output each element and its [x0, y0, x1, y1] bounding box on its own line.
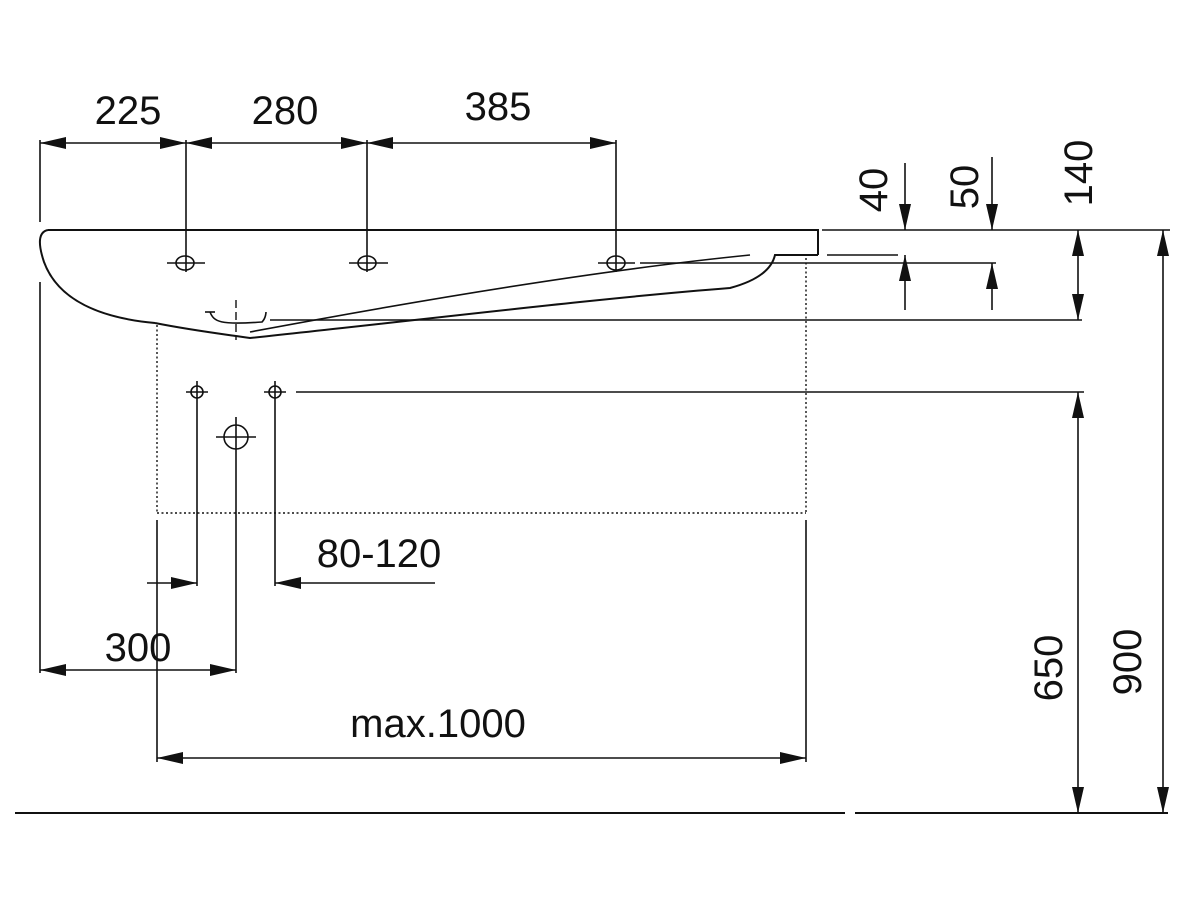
dim-280-label: 280: [252, 89, 319, 133]
dim-225: 225: [40, 89, 186, 149]
dim-385-label: 385: [465, 85, 532, 129]
washbasin-outline: [38, 229, 819, 340]
dim-300-label: 300: [105, 626, 172, 670]
extension-lines: [39, 140, 1170, 762]
dim-40: 40: [852, 163, 911, 310]
dim-900: 900: [1106, 230, 1169, 813]
dim-140-label: 140: [1057, 140, 1101, 207]
waste-outlet: [216, 417, 256, 455]
cabinet-outline: [156, 258, 807, 514]
dim-max-1000-label: max.1000: [350, 702, 526, 746]
dim-50-label: 50: [943, 165, 987, 210]
dim-225-label: 225: [95, 89, 162, 133]
dim-900-label: 900: [1106, 629, 1150, 696]
tap-hole-2: [349, 255, 388, 271]
dim-300: 300: [40, 626, 236, 676]
dim-650-label: 650: [1027, 635, 1071, 702]
dim-40-label: 40: [852, 168, 896, 213]
dim-80-120-label: 80-120: [317, 532, 442, 576]
dim-50: 50: [943, 157, 998, 310]
dim-385: 385: [367, 85, 616, 149]
dim-max-1000: max.1000: [157, 702, 806, 764]
dim-80-120: 80-120: [147, 532, 441, 589]
fixing-hole-left: [186, 381, 208, 403]
dim-140: 140: [1057, 140, 1101, 320]
dim-650: 650: [1027, 392, 1084, 813]
dim-280: 280: [186, 89, 367, 149]
fixing-hole-right: [264, 381, 286, 403]
